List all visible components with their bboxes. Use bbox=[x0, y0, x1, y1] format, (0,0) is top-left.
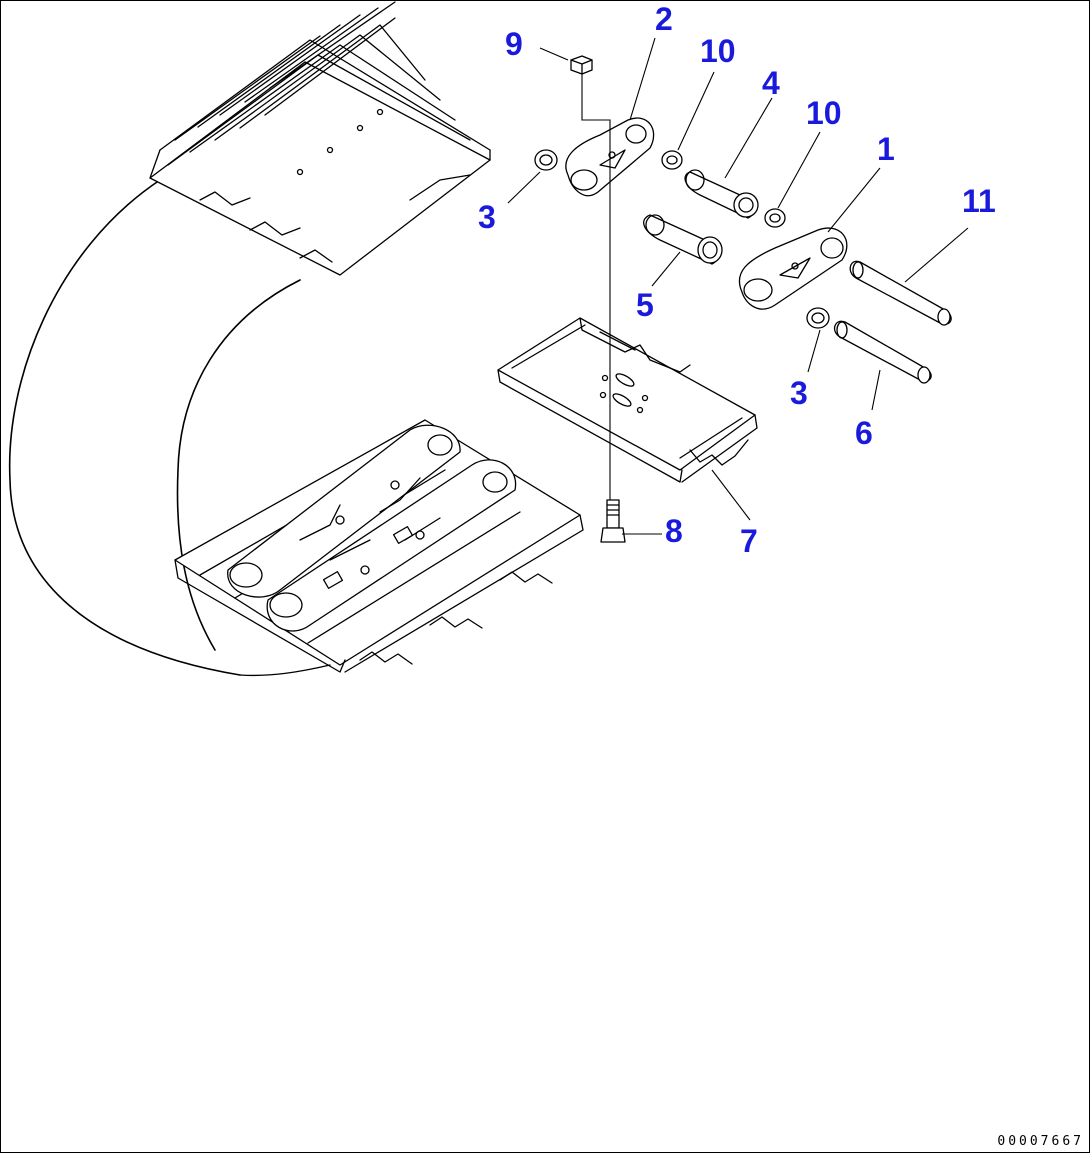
callout-9: 9 bbox=[505, 26, 523, 62]
leader-lines bbox=[507, 37, 969, 535]
callout-5: 5 bbox=[636, 287, 654, 323]
part-11-pin bbox=[849, 260, 952, 326]
lower-shoe-row bbox=[174, 419, 584, 673]
callout-1: 1 bbox=[877, 131, 895, 167]
callout-11: 11 bbox=[962, 183, 996, 219]
part-5-bushing bbox=[643, 214, 723, 265]
part-3-seal-upper bbox=[534, 149, 558, 171]
part-6-pin bbox=[833, 320, 932, 384]
callout-10-right: 10 bbox=[806, 95, 842, 131]
part-10-spacer-left bbox=[661, 150, 683, 170]
callout-3-lower: 3 bbox=[790, 375, 808, 411]
part-4-bushing bbox=[684, 169, 759, 219]
part-1-link bbox=[738, 227, 848, 310]
part-3-seal-lower bbox=[806, 307, 830, 329]
part-7-shoe bbox=[497, 317, 758, 483]
part-10-spacer-right bbox=[764, 208, 786, 228]
callout-6: 6 bbox=[855, 415, 873, 451]
callout-labels: 2 9 10 4 10 1 11 3 5 3 6 8 7 bbox=[478, 1, 996, 559]
callout-7: 7 bbox=[740, 523, 758, 559]
callout-3-upper: 3 bbox=[478, 199, 496, 235]
callout-8: 8 bbox=[665, 513, 683, 549]
drawing-number: 00007667 bbox=[997, 1134, 1084, 1149]
track-loop-illustration bbox=[8, 1, 584, 677]
callout-10-left: 10 bbox=[700, 33, 736, 69]
callout-4: 4 bbox=[762, 65, 780, 101]
assembly-axis-line bbox=[581, 74, 611, 500]
callout-2: 2 bbox=[655, 1, 673, 37]
part-9-nut bbox=[570, 55, 593, 75]
part-8-bolt bbox=[600, 499, 626, 543]
upper-shoe-row bbox=[149, 1, 491, 276]
